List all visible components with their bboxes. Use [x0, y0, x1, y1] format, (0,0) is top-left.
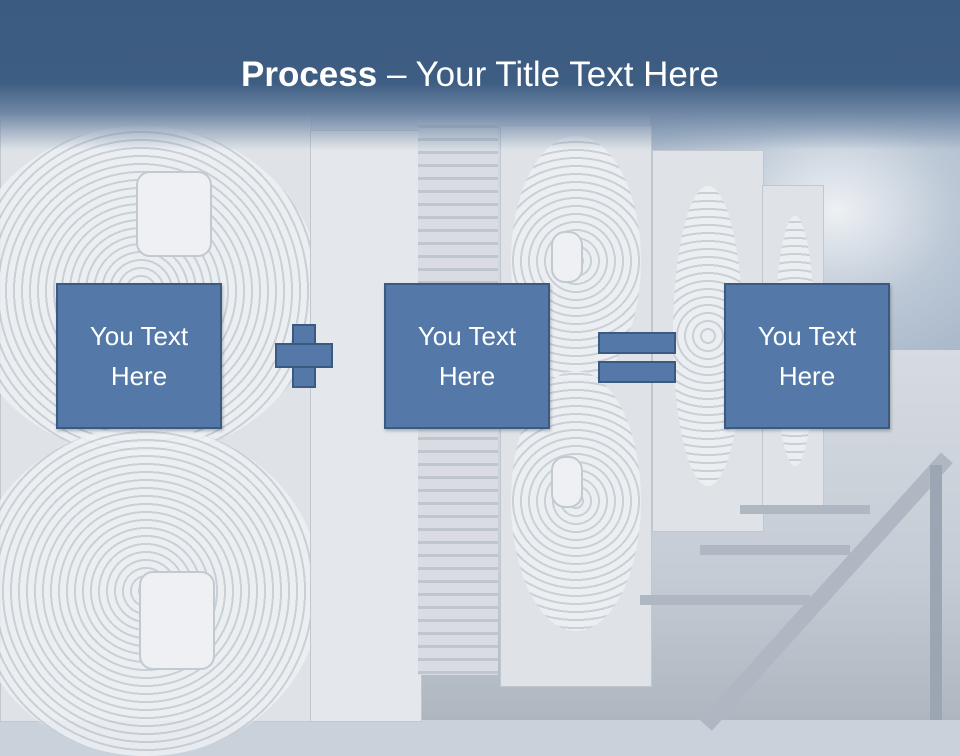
ac-unit-middle [500, 125, 652, 687]
page-title: Process – Your Title Text Here [0, 52, 960, 98]
equals-icon-bar [598, 361, 676, 383]
steel-crossbar [700, 545, 850, 555]
process-box-label: You Text Here [89, 321, 189, 391]
steel-rail [930, 465, 942, 720]
process-box-3[interactable]: You Text Here [724, 283, 890, 429]
fan-hub [136, 171, 212, 257]
plus-icon-bar [275, 343, 333, 368]
fan-hub [551, 231, 583, 283]
title-bold: Process [241, 55, 378, 94]
title-band [0, 0, 960, 150]
fan-hub [139, 571, 215, 670]
process-box-label: You Text Here [417, 321, 517, 391]
process-box-label: You Text Here [757, 321, 857, 391]
process-box-2[interactable]: You Text Here [384, 283, 550, 429]
fan-hub [551, 456, 583, 508]
process-box-1[interactable]: You Text Here [56, 283, 222, 429]
steel-crossbar [740, 505, 870, 514]
steel-crossbar [640, 595, 810, 605]
equals-icon [598, 332, 676, 354]
title-rest: – Your Title Text Here [377, 55, 719, 94]
